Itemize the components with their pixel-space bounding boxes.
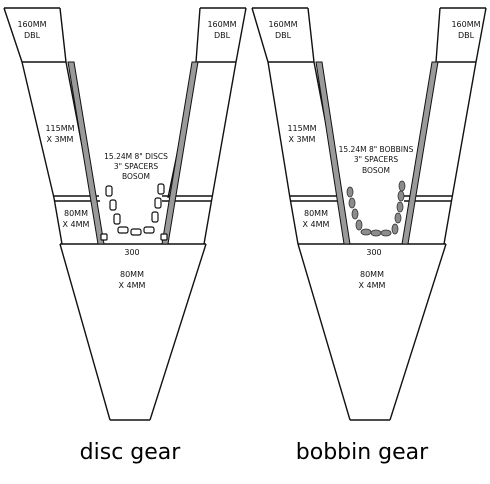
label-top-left-2: DBL: [275, 31, 292, 40]
bobbin-gear-panel: 160MM DBL 160MM DBL 115MM X 3MM 15.24M 8…: [251, 7, 487, 465]
net-outline: [251, 7, 487, 421]
disc-chain: [100, 183, 168, 241]
label-bottom-2: X 4MM: [359, 281, 386, 290]
disc-gear-panel: 160MM DBL 160MM DBL 115MM X 3MM 15.24M 8…: [3, 7, 247, 465]
label-top-right-2: DBL: [458, 31, 475, 40]
label-mid-left-1: 115MM: [45, 124, 74, 133]
label-mid-left-2: X 3MM: [289, 135, 316, 144]
label-bottom-1: 80MM: [120, 270, 144, 279]
caption-disc-gear: disc gear: [80, 440, 182, 465]
label-top-right-2: DBL: [214, 31, 231, 40]
label-mid-left-1: 115MM: [287, 124, 316, 133]
side-rails: [67, 61, 199, 245]
label-gear-3: BOSOM: [122, 172, 150, 181]
label-bottom-2: X 4MM: [119, 281, 146, 290]
label-gear-2: 3" SPACERS: [114, 162, 159, 171]
label-gear-2: 3" SPACERS: [354, 155, 399, 164]
label-mid-left-2: X 3MM: [47, 135, 74, 144]
label-gear-1: 15.24M 8" DISCS: [104, 152, 168, 161]
label-width: 300: [366, 248, 381, 257]
label-top-left-1: 160MM: [17, 20, 46, 29]
label-low-left-2: X 4MM: [303, 220, 330, 229]
label-gear-3: BOSOM: [362, 166, 390, 175]
net-outline: [3, 7, 247, 421]
label-low-left-1: 80MM: [64, 209, 88, 218]
caption-bobbin-gear: bobbin gear: [296, 440, 429, 465]
label-low-left-1: 80MM: [304, 209, 328, 218]
label-top-left-1: 160MM: [268, 20, 297, 29]
label-top-right-1: 160MM: [207, 20, 236, 29]
label-top-right-1: 160MM: [451, 20, 480, 29]
side-rails: [315, 61, 439, 245]
label-gear-1: 15.24M 8" BOBBINS: [339, 145, 414, 154]
label-width: 300: [124, 248, 139, 257]
label-bottom-1: 80MM: [360, 270, 384, 279]
label-top-left-2: DBL: [24, 31, 41, 40]
bobbin-chain: [346, 180, 406, 237]
label-low-left-2: X 4MM: [63, 220, 90, 229]
